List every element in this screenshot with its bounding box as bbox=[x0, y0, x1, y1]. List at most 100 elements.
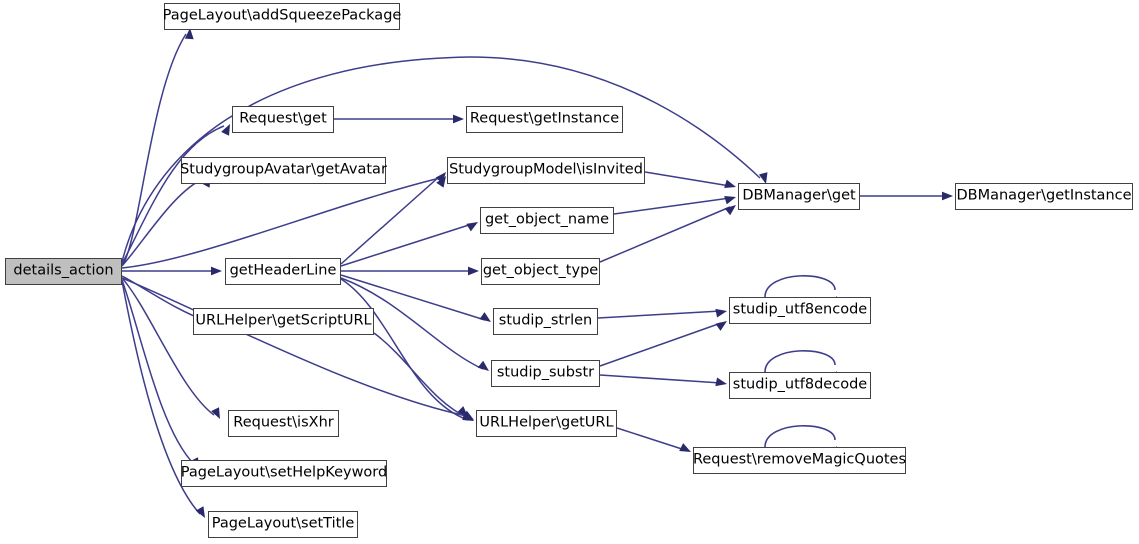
node-label: DBManager\get bbox=[742, 187, 856, 204]
node-label: PageLayout\addSqueezePackage bbox=[162, 7, 402, 24]
edge-arrowhead bbox=[457, 406, 468, 417]
edge-line bbox=[764, 274, 836, 298]
edge-details_action-to-getHeaderLine bbox=[122, 266, 222, 276]
edge-line bbox=[121, 125, 225, 265]
node-label: studip_utf8encode bbox=[732, 301, 868, 318]
edge-line bbox=[121, 277, 215, 416]
node-utf8encode[interactable]: studip_utf8encode bbox=[729, 297, 871, 324]
edge-arrowhead bbox=[221, 124, 230, 136]
edge-arrowhead bbox=[436, 176, 446, 188]
node-label: PageLayout\setTitle bbox=[211, 515, 355, 532]
node-getScriptURL[interactable]: URLHelper\getScriptURL bbox=[193, 308, 374, 335]
edge-details_action-to-isXhr bbox=[121, 277, 220, 419]
edge-getHeaderLine-to-get_object_type bbox=[341, 266, 479, 276]
edge-getHeaderLine-to-get_object_name bbox=[340, 222, 478, 267]
node-studip_substr[interactable]: studip_substr bbox=[491, 360, 600, 387]
edge-studip_substr-to-utf8decode bbox=[599, 374, 727, 387]
node-label: DBManager\getInstance bbox=[956, 187, 1132, 204]
edge-line bbox=[340, 175, 441, 265]
node-label: PageLayout\setHelpKeyword bbox=[180, 464, 388, 481]
edge-arrowhead bbox=[211, 407, 220, 419]
edge-arrowhead bbox=[462, 410, 474, 420]
edge-line bbox=[121, 279, 195, 465]
edge-getURL-to-removeMagicQuotes bbox=[616, 427, 691, 452]
node-get_object_name[interactable]: get_object_name bbox=[480, 207, 614, 234]
edge-arrowhead bbox=[715, 321, 727, 331]
node-utf8decode[interactable]: studip_utf8decode bbox=[729, 372, 871, 399]
node-label: StudygroupAvatar\getAvatar bbox=[180, 161, 387, 178]
node-label: get_object_name bbox=[484, 211, 610, 228]
edge-arrowhead bbox=[715, 377, 727, 387]
edge-line bbox=[613, 197, 731, 215]
node-request_getInstance[interactable]: Request\getInstance bbox=[466, 106, 623, 133]
node-label: Request\removeMagicQuotes bbox=[692, 451, 907, 468]
edge-line bbox=[599, 322, 722, 367]
node-dbmanager_get[interactable]: DBManager\get bbox=[738, 183, 860, 210]
edge-details_action-to-addSqueezePackage bbox=[121, 28, 194, 267]
edge-details_action-to-request_get bbox=[121, 124, 230, 265]
edge-line bbox=[764, 349, 836, 373]
edge-arrowhead bbox=[724, 205, 736, 216]
node-label: studip_strlen bbox=[498, 312, 593, 329]
node-addSqueezePackage[interactable]: PageLayout\addSqueezePackage bbox=[163, 3, 401, 30]
edge-arrowhead bbox=[479, 312, 491, 322]
node-label: Request\isXhr bbox=[233, 414, 334, 431]
edge-line bbox=[599, 374, 722, 384]
node-label: get_object_type bbox=[482, 262, 599, 279]
edge-line bbox=[121, 177, 206, 267]
edge-line bbox=[121, 277, 463, 416]
edge-isInvited-to-dbmanager_get bbox=[644, 171, 736, 189]
edge-arrowhead bbox=[195, 506, 205, 518]
edge-details_action-to-setHelpKeyword bbox=[121, 279, 199, 469]
node-label: Request\get bbox=[239, 110, 327, 127]
node-removeMagicQuotes[interactable]: Request\removeMagicQuotes bbox=[693, 447, 906, 474]
node-setTitle[interactable]: PageLayout\setTitle bbox=[208, 511, 358, 538]
edge-arrowhead bbox=[466, 222, 478, 232]
node-label: details_action bbox=[13, 262, 114, 279]
edge-line bbox=[121, 33, 187, 267]
edge-arrowhead bbox=[679, 443, 691, 452]
node-label: studip_utf8decode bbox=[732, 376, 868, 393]
edge-get_object_type-to-dbmanager_get bbox=[599, 205, 736, 263]
node-isXhr[interactable]: Request\isXhr bbox=[228, 410, 339, 437]
edge-arrowhead bbox=[211, 266, 222, 276]
edge-line bbox=[644, 171, 731, 187]
node-details_action[interactable]: details_action bbox=[5, 258, 122, 285]
edge-arrowhead bbox=[462, 412, 474, 421]
edge-arrowhead bbox=[477, 360, 489, 371]
node-getHeaderLine[interactable]: getHeaderLine bbox=[225, 258, 341, 285]
node-isInvited[interactable]: StudygroupModel\isInvited bbox=[447, 157, 645, 184]
edge-getHeaderLine-to-isInvited bbox=[340, 172, 446, 265]
node-dbmanager_getInstance[interactable]: DBManager\getInstance bbox=[955, 183, 1133, 210]
node-getAvatar[interactable]: StudygroupAvatar\getAvatar bbox=[180, 157, 387, 184]
node-setHelpKeyword[interactable]: PageLayout\setHelpKeyword bbox=[181, 460, 387, 487]
edge-line bbox=[373, 332, 469, 419]
edge-getHeaderLine-to-getURL bbox=[340, 278, 474, 421]
edge-arrowhead bbox=[724, 195, 736, 205]
node-get_object_type[interactable]: get_object_type bbox=[481, 258, 600, 285]
edge-line bbox=[597, 310, 722, 319]
edge-line bbox=[616, 427, 686, 451]
edge-details_action-to-isInvited bbox=[121, 176, 446, 269]
edge-studip_strlen-to-utf8encode bbox=[597, 308, 727, 319]
edge-studip_substr-to-utf8encode bbox=[599, 321, 727, 367]
node-label: studip_substr bbox=[496, 364, 595, 381]
edge-get_object_name-to-dbmanager_get bbox=[613, 195, 736, 215]
node-label: URLHelper\getScriptURL bbox=[195, 312, 372, 329]
edge-arrowhead bbox=[468, 266, 479, 276]
node-label: Request\getInstance bbox=[469, 110, 620, 127]
edge-arrowhead bbox=[453, 114, 464, 124]
edge-details_action-to-getAvatar bbox=[121, 176, 211, 267]
node-label: StudygroupModel\isInvited bbox=[449, 161, 643, 178]
edge-line bbox=[121, 177, 441, 269]
edge-arrowhead bbox=[942, 191, 953, 201]
edge-line bbox=[340, 278, 469, 421]
node-request_get[interactable]: Request\get bbox=[232, 106, 334, 133]
edge-line bbox=[764, 424, 836, 448]
node-getURL[interactable]: URLHelper\getURL bbox=[476, 410, 617, 437]
edge-getScriptURL-to-getURL bbox=[373, 332, 474, 420]
edge-line bbox=[599, 206, 731, 263]
node-studip_strlen[interactable]: studip_strlen bbox=[493, 308, 598, 335]
edge-dbmanager_get-to-dbmanager_getInstance bbox=[860, 191, 953, 201]
